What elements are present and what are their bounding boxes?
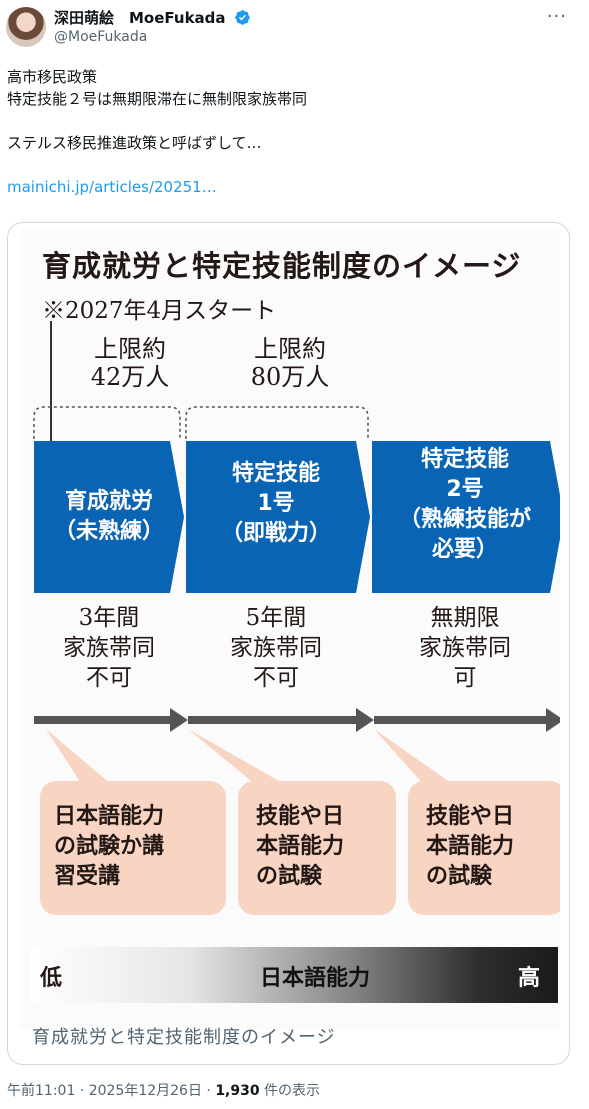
article-link[interactable]: mainichi.jp/articles/20251… (7, 178, 217, 196)
bubble-pointer-2 (188, 729, 286, 785)
requirement-line: の試験 (426, 864, 493, 889)
cap-line: 80万人 (250, 363, 330, 391)
japanese-ability-scale (30, 947, 558, 1003)
tweet-line: 特定技能２号は無期限滞在に無制限家族帯同 (7, 90, 308, 108)
verified-badge-icon (235, 10, 250, 25)
scale-low-label: 低 (40, 966, 63, 991)
requirement-text-2: 技能や日 本語能力 の試験 (256, 802, 344, 892)
duration-line: 可 (453, 665, 477, 691)
stage-line: 1号 (257, 491, 295, 516)
requirement-line: 日本語能力 (54, 804, 165, 829)
author-handle[interactable]: @MoeFukada (54, 29, 148, 45)
duration-1: 3年間 家族帯同 不可 (34, 603, 184, 693)
duration-line: 無期限 (430, 605, 500, 631)
tweet-line: ステルス移民推進政策と呼ばずして… (7, 134, 262, 152)
duration-line: 家族帯同 (230, 635, 322, 661)
start-note: ※2027年4月スタート (42, 298, 277, 324)
cap-line: 上限約 (254, 335, 326, 363)
stage-line: （即戦力） (220, 521, 331, 546)
avatar[interactable] (6, 7, 46, 47)
timeline-arrow-3 (374, 708, 560, 732)
cap-bracket-2 (185, 406, 369, 439)
duration-line: 5年間 (245, 605, 307, 631)
timeline-arrow-2 (188, 708, 374, 732)
stage-label-3: 特定技能 2号 （熟練技能が 必要） (372, 445, 558, 565)
start-marker-line (50, 321, 52, 445)
cap-line: 上限約 (94, 335, 166, 363)
duration-line: 3年間 (78, 605, 140, 631)
chart-graphics (33, 406, 560, 915)
scale-label: 日本語能力 (260, 966, 371, 991)
tweet-text: 高市移民政策 特定技能２号は無期限滞在に無制限家族帯同 ステルス移民推進政策と呼… (7, 66, 577, 198)
stage-chevron-1 (34, 441, 184, 593)
view-count: 1,930 (215, 1083, 260, 1099)
stage-line: 2号 (446, 477, 484, 502)
stage-line: 育成就労 (64, 489, 153, 514)
figure-title: 育成就労と特定技能制度のイメージ (42, 249, 522, 283)
bubble-pointer-3 (374, 729, 454, 785)
requirement-line: の試験か講 (54, 834, 165, 859)
requirement-line: 本語能力 (426, 834, 515, 859)
requirement-line: の試験 (256, 864, 323, 889)
tweet-timestamp[interactable]: 午前11:01 · 2025年12月26日 · (7, 1083, 216, 1099)
author-display-name[interactable]: 深田萌絵 MoeFukada (54, 9, 226, 27)
stage-chevron-3 (372, 441, 560, 593)
scale-high-label: 高 (518, 966, 541, 991)
bubble-pointer-1 (46, 729, 112, 785)
author-name[interactable]: 深田萌絵 MoeFukada (54, 7, 251, 28)
cap-label-2: 上限約 80万人 (220, 335, 360, 391)
stage-label-2: 特定技能 1号 （即戦力） (186, 459, 366, 549)
duration-line: 不可 (86, 665, 132, 691)
requirement-line: 技能や日 (426, 804, 515, 829)
requirement-bubble-1 (40, 781, 226, 915)
duration-line: 不可 (253, 665, 299, 691)
stage-line: 特定技能 (231, 461, 320, 486)
duration-2: 5年間 家族帯同 不可 (196, 603, 356, 693)
requirement-bubble-2 (238, 781, 396, 915)
stage-label-1: 育成就労 （未熟練） (34, 487, 184, 547)
stage-line: （未熟練） (53, 519, 164, 544)
timeline-arrow-1 (34, 708, 188, 732)
tweet-header: 深田萌絵 MoeFukada @MoeFukada ··· (0, 0, 589, 56)
image-caption: 育成就労と特定技能制度のイメージ (32, 1027, 336, 1048)
stage-chevron-2 (186, 441, 370, 593)
requirement-line: 技能や日 (256, 804, 345, 829)
cap-line: 42万人 (90, 363, 170, 391)
requirement-text-3: 技能や日 本語能力 の試験 (426, 802, 514, 892)
cap-bracket-1 (33, 406, 181, 439)
duration-line: 家族帯同 (63, 635, 155, 661)
tweet-line: 高市移民政策 (7, 68, 98, 86)
more-options-icon[interactable]: ··· (546, 6, 567, 27)
requirement-line: 習受講 (54, 864, 121, 889)
infographic: 育成就労と特定技能制度のイメージ ※2027年4月スタート 上限約 42万人 上… (20, 229, 560, 1029)
requirement-bubble-3 (408, 781, 560, 915)
stage-line: 特定技能 (420, 447, 509, 472)
tweet-meta: 午前11:01 · 2025年12月26日 · 1,930 件の表示 (7, 1080, 320, 1100)
requirement-text-1: 日本語能力 の試験か講 習受講 (54, 802, 164, 892)
views-label: 件の表示 (259, 1083, 321, 1099)
tweet-media[interactable]: 育成就労と特定技能制度のイメージ ※2027年4月スタート 上限約 42万人 上… (7, 222, 570, 1065)
duration-3: 無期限 家族帯同 可 (380, 603, 550, 693)
stage-line: （熟練技能が (398, 507, 531, 532)
duration-line: 家族帯同 (419, 635, 511, 661)
requirement-line: 本語能力 (256, 834, 345, 859)
stage-line: 必要） (431, 537, 498, 562)
cap-label-1: 上限約 42万人 (60, 335, 200, 391)
